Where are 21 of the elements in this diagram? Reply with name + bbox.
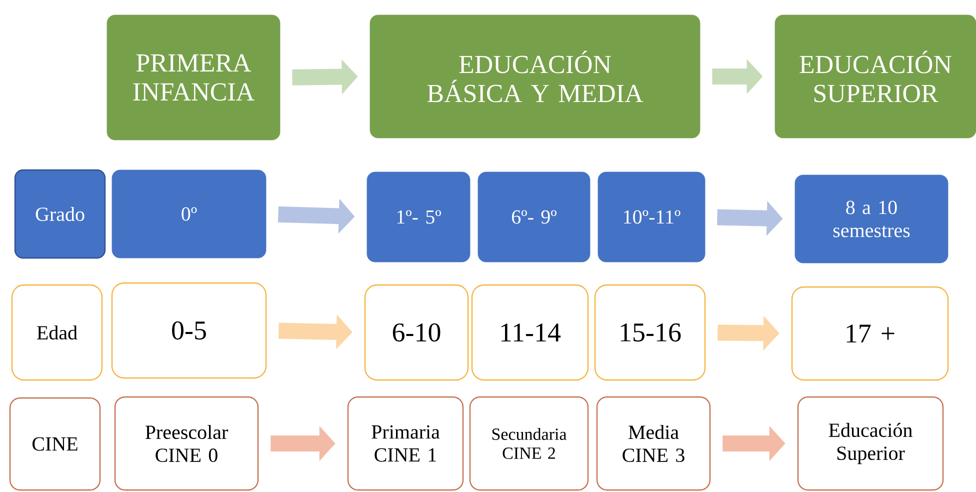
age-box: 15-16 (594, 284, 706, 381)
level-box: Primaria CINE 1 (347, 396, 464, 491)
grade-box: 0º (112, 170, 266, 258)
level-box: Media CINE 3 (596, 396, 711, 491)
grade-box: 8 a 10 semestres (794, 174, 948, 264)
age-box: 17 + (791, 286, 949, 381)
row-header-box: CINE (9, 397, 101, 491)
stage-box: EDUCACIÓN SUPERIOR (774, 14, 976, 138)
grade-box: 10º-11º (598, 172, 706, 262)
grade-box: 1º- 5º (366, 172, 470, 262)
grade-box: 6º- 9º (478, 172, 590, 262)
level-box: Secundaria CINE 2 (469, 396, 589, 491)
age-box: 0-5 (111, 282, 267, 379)
age-box: 11-14 (471, 284, 589, 381)
stage-box: EDUCACIÓN BÁSICA Y MEDIA (370, 14, 700, 138)
level-box: Preescolar CINE 0 (114, 396, 259, 491)
age-box: 6-10 (364, 284, 469, 381)
stage-box: PRIMERA INFANCIA (106, 14, 280, 140)
row-header-box: Edad (11, 284, 103, 381)
level-box: Educación Superior (797, 396, 944, 491)
row-header-box: Grado (14, 169, 106, 259)
